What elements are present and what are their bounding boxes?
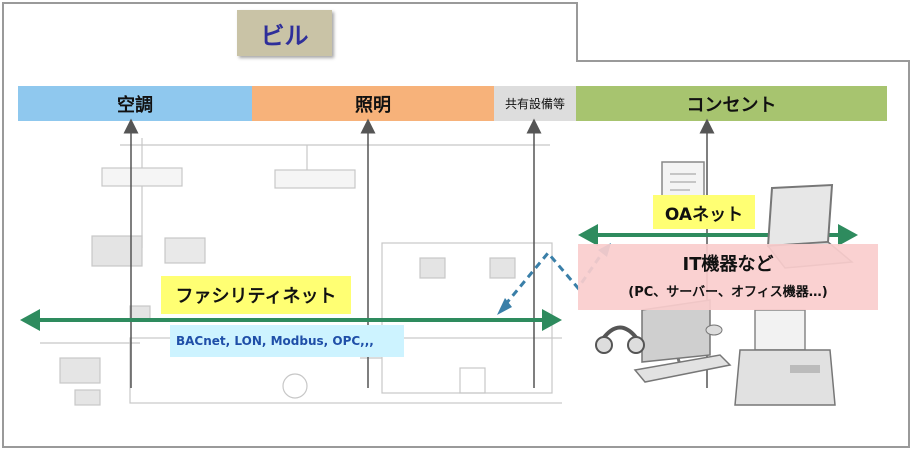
building-title: ビル — [237, 10, 332, 56]
it-equipment-illustration — [595, 161, 854, 406]
it-devices-title: IT機器など — [682, 254, 774, 275]
printer-icon — [734, 309, 836, 406]
headset-icon — [595, 325, 645, 354]
mouse-icon — [705, 324, 723, 336]
category-shared-equipment: 共有設備等 — [494, 86, 576, 121]
facility-net-arrow — [20, 309, 562, 331]
category-outlet: コンセント — [576, 86, 887, 121]
protocol-list: BACnet, LON, Modbus, OPC,,, — [170, 325, 404, 357]
category-aircon: 空調 — [18, 86, 252, 121]
keyboard-icon — [633, 354, 732, 383]
it-devices-subtitle: (PC、サーバー、オフィス機器…) — [628, 285, 828, 300]
facility-net-label: ファシリティネット — [161, 276, 351, 314]
category-lighting: 照明 — [252, 86, 494, 121]
oa-net-label: OAネット — [653, 195, 755, 229]
it-devices-box — [578, 244, 878, 310]
